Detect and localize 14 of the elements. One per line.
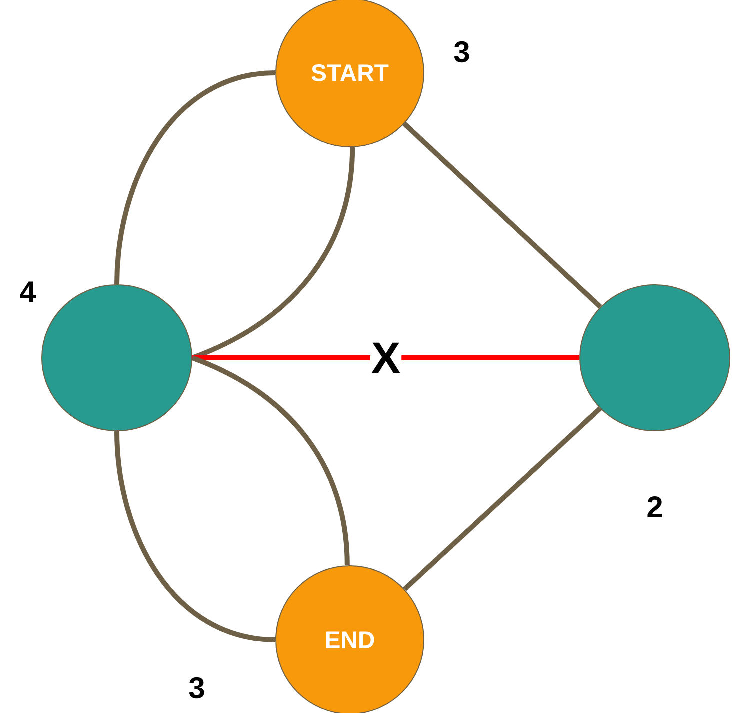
degree-number: 4 xyxy=(20,282,36,302)
connector xyxy=(192,356,580,360)
edge-label: X xyxy=(370,342,402,374)
degree-number: 3 xyxy=(189,677,204,699)
connector xyxy=(114,431,276,642)
connector xyxy=(192,356,350,566)
connector xyxy=(114,70,276,285)
connector xyxy=(402,122,602,309)
degree-number: 3 xyxy=(454,41,470,63)
node-circle xyxy=(42,284,192,432)
connector xyxy=(403,406,602,592)
node-circle xyxy=(580,284,730,432)
degree-number: 2 xyxy=(648,496,662,518)
connector xyxy=(192,147,356,360)
